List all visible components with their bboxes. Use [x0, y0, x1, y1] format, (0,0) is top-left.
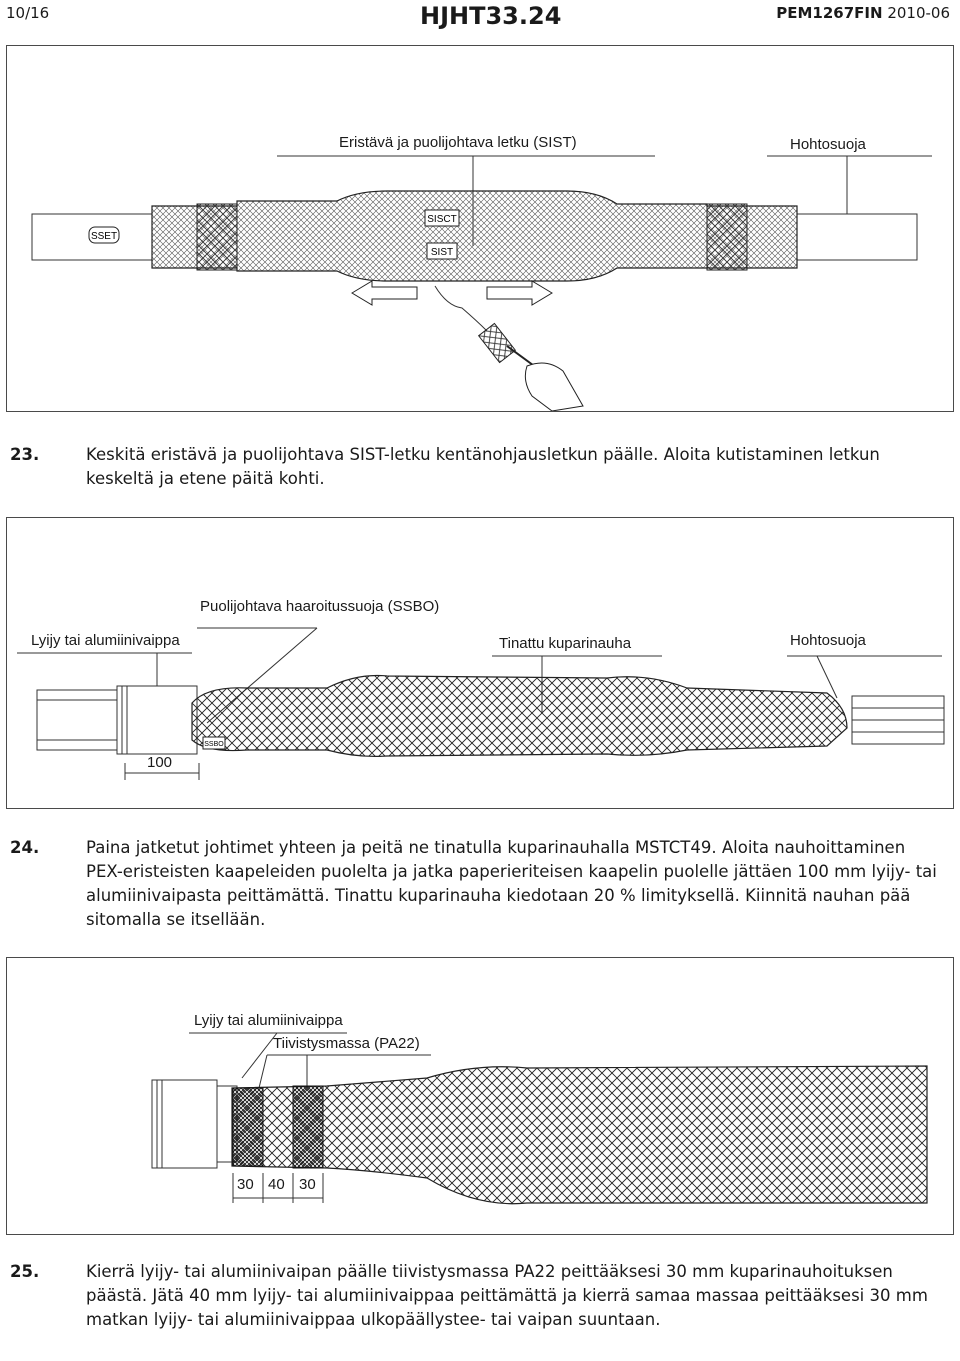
figure-1-drawing: SSET SISCT SIST: [31, 155, 932, 411]
label-ssbo: Puolijohtava haaroitussuoja (SSBO): [200, 598, 440, 615]
tag-sisct: SISCT: [427, 214, 456, 225]
label-glow-shield: Hohtosuoja: [790, 136, 866, 153]
step-25-number: 25.: [10, 1262, 40, 1281]
dimension-100: 100: [147, 754, 173, 771]
step-24-number: 24.: [10, 838, 40, 857]
label-sheath: Lyijy tai alumiinivaippa: [31, 632, 180, 649]
tag-sset: SSET: [91, 231, 117, 242]
tag-sist: SIST: [431, 247, 453, 258]
step-24-text: Paina jatketut johtimet yhteen ja peitä …: [86, 838, 937, 929]
step-23: 23. Keskitä eristävä ja puolijohtava SIS…: [10, 443, 945, 491]
figure-2-drawing: SSBO: [17, 627, 945, 780]
dimension-40: 40: [268, 1176, 285, 1193]
step-24: 24. Paina jatketut johtimet yhteen ja pe…: [10, 836, 945, 932]
document-title: HJHT33.24: [420, 2, 562, 30]
tag-ssbo: SSBO: [204, 741, 224, 748]
dimension-30-a: 30: [237, 1176, 254, 1193]
figure-1-frame: SSET SISCT SIST Eristävä ja puolijohtava…: [6, 45, 954, 412]
step-23-number: 23.: [10, 445, 40, 464]
document-code: PEM1267FIN 2010-06: [776, 4, 950, 22]
figure-3-frame: Lyijy tai alumiinivaippa Tiivistysmassa …: [6, 957, 954, 1235]
label-sheath-3: Lyijy tai alumiinivaippa: [194, 1012, 343, 1029]
dimension-30-b: 30: [299, 1176, 316, 1193]
label-mastic: Tiivistysmassa (PA22): [273, 1035, 420, 1052]
doc-code: PEM1267FIN: [776, 4, 883, 22]
label-tinned-tape: Tinattu kuparinauha: [499, 635, 632, 652]
label-glow-shield-2: Hohtosuoja: [790, 632, 866, 649]
doc-date: 2010-06: [887, 4, 950, 22]
step-25-text: Kierrä lyijy- tai alumiinivaipan päälle …: [86, 1262, 928, 1329]
step-23-text: Keskitä eristävä ja puolijohtava SIST-le…: [86, 445, 880, 488]
page-number: 10/16: [6, 4, 50, 22]
step-25: 25. Kierrä lyijy- tai alumiinivaipan pää…: [10, 1260, 945, 1332]
figure-2-frame: SSBO Puolijohtava haaroitussuoja (SSBO) …: [6, 517, 954, 809]
label-sist-hose: Eristävä ja puolijohtava letku (SIST): [339, 134, 577, 151]
figure-3-drawing: [151, 1032, 928, 1205]
page-header: 10/16 HJHT33.24 PEM1267FIN 2010-06: [0, 0, 960, 40]
